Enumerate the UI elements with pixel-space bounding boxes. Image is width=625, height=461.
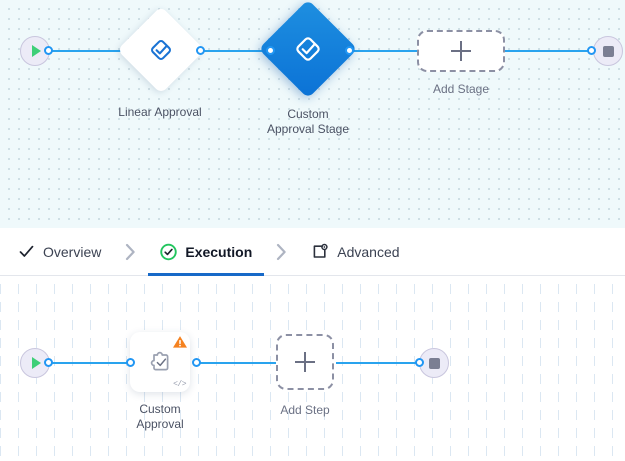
- stage-add-stage-button[interactable]: [417, 30, 505, 72]
- chevron-right-icon: [276, 243, 287, 261]
- tab-advanced[interactable]: Advanced: [307, 228, 403, 276]
- stage-end-input-port[interactable]: [587, 46, 596, 55]
- tab-overview-label: Overview: [43, 243, 102, 260]
- step-flow-canvas[interactable]: </> Custom Approval Add Step: [0, 276, 625, 461]
- tab-execution[interactable]: Execution: [148, 228, 265, 276]
- stage-node-linear-approval[interactable]: [117, 6, 205, 94]
- step-end-input-port[interactable]: [415, 358, 424, 367]
- stage-linear-input-port[interactable]: [196, 46, 205, 55]
- label-line-1: Custom: [139, 402, 181, 416]
- label-line-2: Approval Stage: [266, 122, 350, 136]
- stage-start-output-port[interactable]: [44, 46, 53, 55]
- tab-bar: Overview Execution: [0, 228, 625, 276]
- label-line-1: Custom: [287, 107, 329, 121]
- step-edge-custom-to-add[interactable]: [196, 362, 276, 364]
- stage-end-node[interactable]: [593, 36, 623, 66]
- check-circle-icon: [160, 243, 178, 260]
- diamond-check-icon: [293, 34, 323, 64]
- play-icon: [32, 357, 41, 369]
- stage-custom-input-port[interactable]: [266, 46, 275, 55]
- plus-icon: [451, 41, 471, 61]
- stage-add-stage-label: Add Stage: [432, 82, 490, 96]
- step-custom-input-port[interactable]: [126, 358, 135, 367]
- tab-execution-label: Execution: [185, 243, 253, 260]
- stage-node-linear-approval-label: Linear Approval: [118, 105, 202, 119]
- step-add-step-label: Add Step: [280, 403, 330, 417]
- step-start-output-port[interactable]: [44, 358, 53, 367]
- stage-node-custom-approval-stage[interactable]: [258, 0, 358, 99]
- diamond-check-icon: [148, 37, 174, 63]
- check-icon: [18, 243, 35, 260]
- label-line-2: Approval: [136, 417, 184, 431]
- stop-icon: [428, 357, 440, 369]
- stage-flow-canvas[interactable]: Linear Approval Custom Approval Stage Ad…: [0, 0, 625, 228]
- stage-node-custom-approval-stage-label: Custom Approval Stage: [234, 107, 382, 137]
- step-custom-output-port[interactable]: [192, 358, 201, 367]
- tab-overview[interactable]: Overview: [14, 228, 105, 276]
- tab-advanced-label: Advanced: [337, 243, 400, 260]
- step-node-custom-approval-label: Custom Approval: [106, 402, 214, 432]
- settings-box-icon: [311, 243, 329, 261]
- play-icon: [32, 45, 41, 57]
- step-add-step-button[interactable]: [276, 334, 334, 390]
- plus-icon: [295, 352, 315, 372]
- stop-icon: [602, 45, 614, 57]
- code-icon: </>: [173, 380, 186, 389]
- step-node-custom-approval[interactable]: </>: [130, 332, 190, 392]
- warning-triangle-icon: [172, 334, 188, 350]
- step-edge-start-to-custom[interactable]: [48, 362, 136, 364]
- chevron-right-icon: [125, 243, 136, 261]
- stage-custom-output-port[interactable]: [345, 46, 354, 55]
- step-edge-add-to-end[interactable]: [336, 362, 419, 364]
